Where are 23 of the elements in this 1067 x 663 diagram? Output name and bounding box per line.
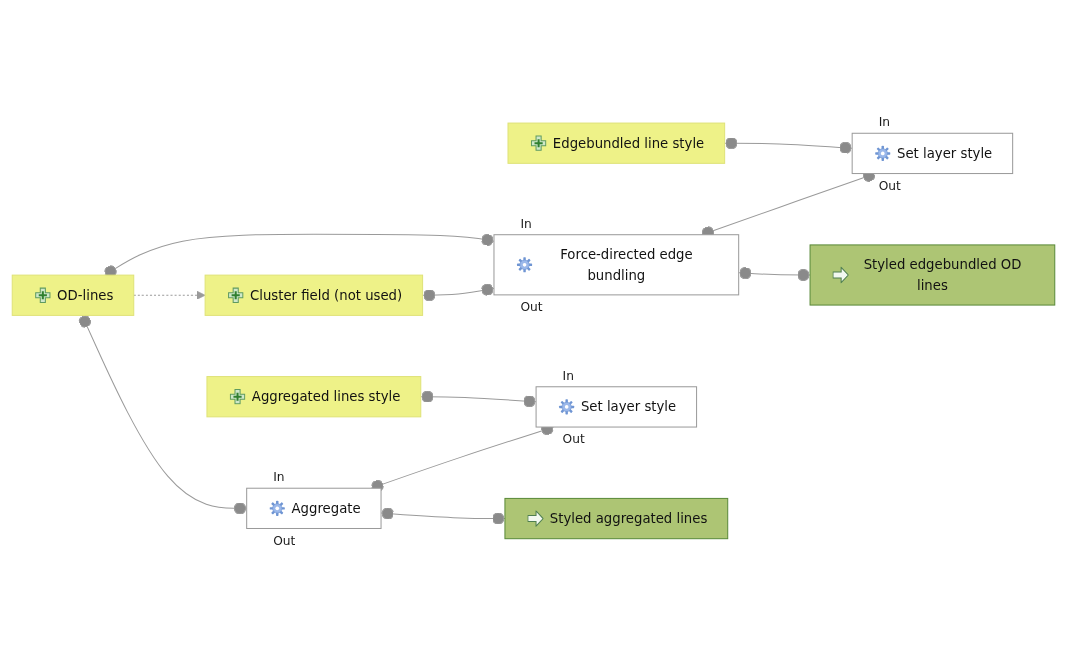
node-box: Edgebundled line style (507, 122, 726, 164)
port-label: Out (273, 533, 296, 548)
port-label: In (562, 368, 574, 383)
node-box: Styled edgebundled OD lines (809, 244, 1056, 306)
node-box: OD-lines (11, 274, 135, 316)
node-box: Cluster field (not used) (204, 274, 424, 316)
port-label: Out (878, 178, 901, 193)
node-box: Aggregated lines style (206, 376, 422, 418)
connector (78, 314, 248, 515)
port-label: In (878, 115, 891, 130)
node-box: Set layer style (851, 132, 1014, 175)
node-box: Set layer style (535, 386, 698, 428)
node-box: Force-directed edge bundling (493, 234, 740, 296)
port-label: In (520, 216, 532, 231)
connector (738, 266, 811, 282)
port-label: Out (562, 432, 585, 447)
connector (422, 283, 495, 302)
port-label: In (273, 470, 285, 485)
connector (724, 137, 853, 154)
port-label: Out (520, 300, 543, 315)
node-box: Styled aggregated lines (504, 497, 729, 540)
node-box: Aggregate (246, 487, 382, 529)
connector (420, 390, 537, 408)
